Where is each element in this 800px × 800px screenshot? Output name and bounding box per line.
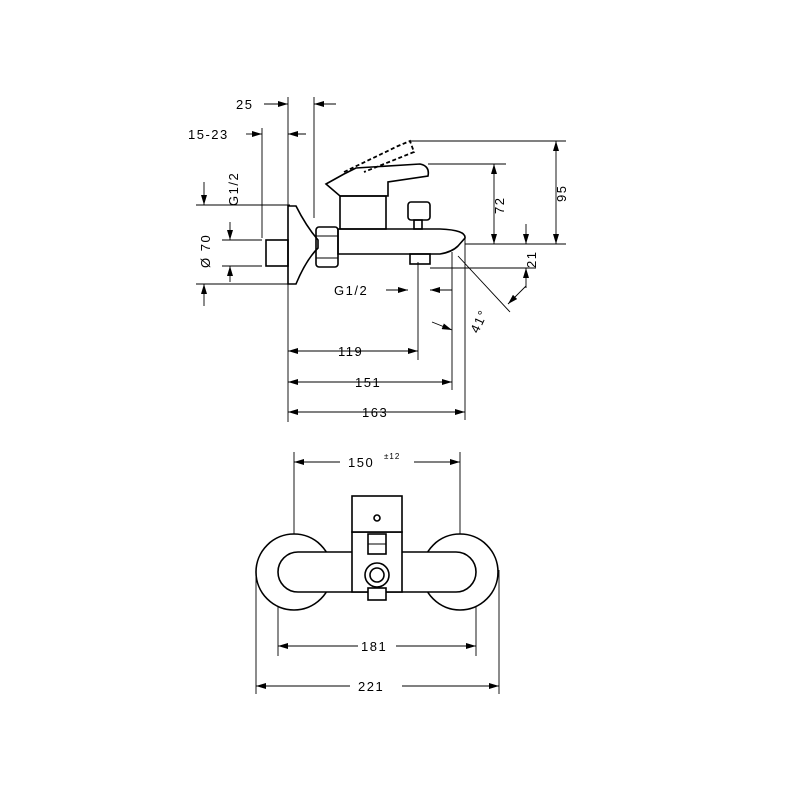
label-25: 25	[236, 97, 253, 112]
label-150-tolerance: ±12	[384, 452, 400, 461]
front-view	[255, 452, 500, 694]
label-41deg: 41°	[467, 307, 491, 335]
lever-handle	[324, 163, 430, 197]
front-lever	[351, 495, 403, 533]
label-181: 181	[361, 639, 387, 654]
cartridge-housing	[339, 195, 387, 230]
label-95: 95	[554, 185, 569, 202]
label-151: 151	[355, 375, 381, 390]
front-outlet	[367, 587, 387, 601]
lever-open-position	[343, 139, 416, 173]
label-163: 163	[362, 405, 388, 420]
side-view	[196, 97, 566, 422]
diverter-knob	[407, 201, 431, 221]
outlet	[409, 253, 431, 265]
label-72: 72	[492, 197, 507, 214]
lever-hole	[373, 514, 381, 522]
wall-flange	[287, 205, 319, 285]
label-g12-top: G1/2	[226, 172, 241, 206]
hex-nut	[315, 226, 339, 268]
aerator	[364, 562, 390, 588]
label-d70: Ø 70	[198, 234, 213, 268]
label-150: 150	[348, 455, 374, 470]
label-g12-bottom: G1/2	[334, 283, 368, 298]
label-21: 21	[524, 251, 539, 268]
label-119: 119	[338, 344, 363, 359]
label-15-23: 15-23	[188, 127, 229, 142]
diverter-stem	[413, 219, 423, 230]
connection-pipe	[265, 239, 289, 267]
label-221: 221	[358, 679, 384, 694]
aerator-inner	[369, 567, 385, 583]
mixer-body	[337, 228, 466, 255]
